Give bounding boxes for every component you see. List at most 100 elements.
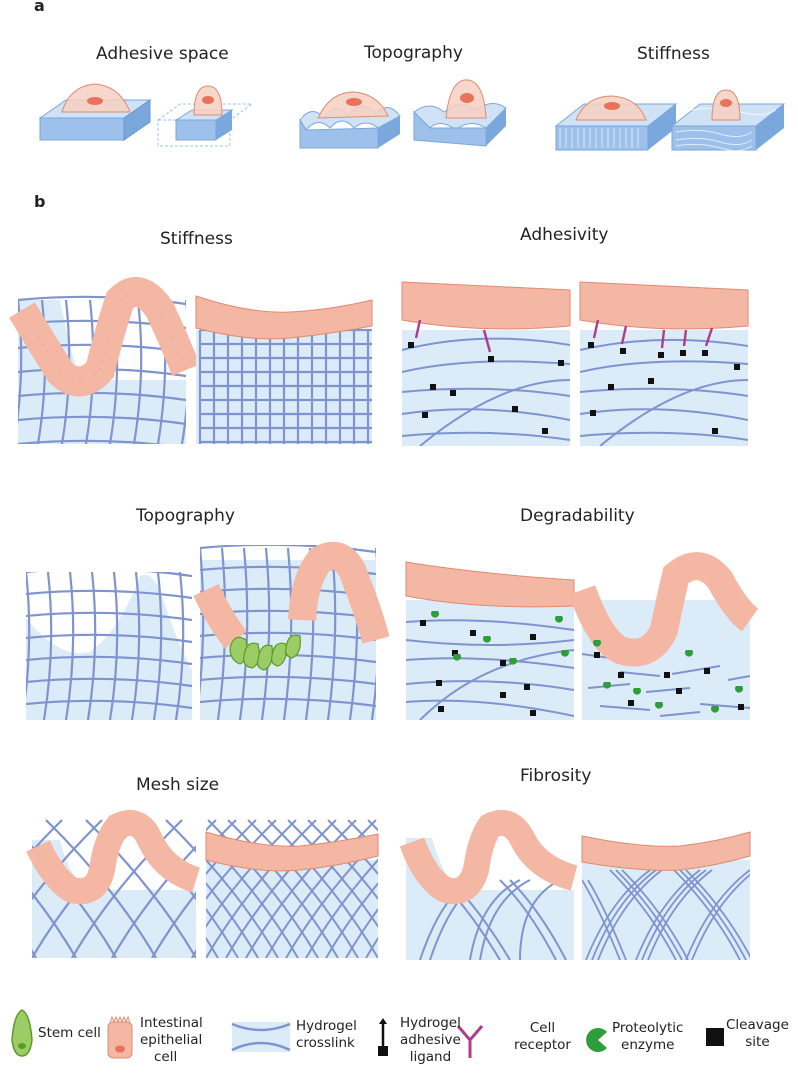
hydrogel-fiber <box>327 819 378 876</box>
hydrogel-fiber <box>32 891 77 958</box>
hydrogel-fiber <box>225 819 337 958</box>
legend-receptor-line-1: Cell <box>529 1020 556 1036</box>
legend-cleavage-line-2: site <box>745 1034 770 1050</box>
hydrogel-fiber <box>267 819 378 958</box>
b-fibrosity-dense <box>581 831 751 960</box>
legend-stem-cell-icon <box>11 1009 33 1057</box>
legend-crosslink-line-1: Hydrogel <box>296 1018 357 1034</box>
hydrogel-fiber <box>32 819 63 853</box>
b-topography-cells <box>193 541 390 720</box>
hydrogel-fiber <box>26 633 192 644</box>
legend-crosslink-line-2: crosslink <box>296 1035 355 1051</box>
title-b-mesh-size: Mesh size <box>136 775 220 795</box>
legend-ligand-line-2: adhesive <box>400 1032 461 1048</box>
legend-receptor-icon <box>456 1025 484 1058</box>
b-fibrosity-sparse <box>399 810 578 960</box>
hydrogel-fiber <box>305 858 378 958</box>
panel-b-letter: b <box>34 192 46 211</box>
hydrogel-fiber <box>245 819 357 958</box>
legend-ligand-line-3: ligand <box>409 1049 452 1065</box>
b-adhesivity-high <box>579 281 749 446</box>
title-b-adhesivity: Adhesivity <box>520 225 609 245</box>
hydrogel-fiber <box>247 819 359 958</box>
hydrogel-fiber <box>200 697 376 708</box>
legend-enzyme-label: Proteolytic enzyme <box>612 1020 683 1054</box>
b-topography-bare <box>26 572 192 720</box>
hydrogel-fiber <box>206 819 277 901</box>
legend-stem-cell-label: Stem cell <box>38 1025 101 1041</box>
hydrogel-fiber <box>227 819 339 958</box>
legend-epithelial-line-1: Intestinal <box>140 1015 203 1031</box>
hydrogel-fiber <box>111 845 196 958</box>
hydrogel-fiber <box>206 819 297 929</box>
hydrogel-fiber <box>26 572 192 578</box>
ligands-low <box>408 342 564 434</box>
b-mesh-size-large <box>0 810 201 958</box>
legend-epithelial-cell-icon <box>107 1015 133 1059</box>
legend-ligand-icon <box>378 1018 388 1056</box>
hydrogel-fiber <box>26 572 31 700</box>
hydrogel-fiber <box>18 391 186 402</box>
hydrogel-fiber <box>325 881 378 958</box>
b-degradability-degraded <box>568 552 759 720</box>
hydrogel-fiber <box>26 655 192 666</box>
b-stiffness-soft <box>9 277 200 444</box>
title-adhesive-space: Adhesive space <box>96 44 229 64</box>
hydrogel-fiber <box>174 572 185 720</box>
title-b-fibrosity: Fibrosity <box>520 766 592 786</box>
hydrogel-fiber <box>26 677 192 688</box>
hydrogel-fiber <box>86 572 97 720</box>
title-a-topography: Topography <box>364 43 463 63</box>
legend-ligand-label: Hydrogel adhesive ligand <box>400 1015 461 1066</box>
hydrogel-fiber <box>200 547 205 697</box>
hydrogel-fiber <box>206 836 299 958</box>
hydrogel-fiber <box>206 819 317 958</box>
title-a-stiffness: Stiffness <box>637 44 710 64</box>
panel-a-topography-small <box>413 79 507 147</box>
hydrogel-fiber <box>265 819 377 958</box>
hydrogel-fiber <box>32 949 37 958</box>
hydrogel-fiber <box>287 819 378 929</box>
legend-crosslink-icon <box>231 1022 291 1052</box>
panel-a-adhesive-space-wide <box>38 83 152 141</box>
hydrogel-fiber <box>0 820 22 958</box>
hydrogel-fiber <box>206 907 239 958</box>
panel-a-adhesive-space-small <box>156 85 254 147</box>
b-degradability-intact <box>405 561 575 720</box>
legend-epithelial-label: Intestinal epithelial cell <box>140 1015 203 1066</box>
hydrogel-fiber <box>165 819 196 853</box>
title-b-stiffness: Stiffness <box>160 229 233 249</box>
b-adhesivity-low <box>401 281 571 446</box>
hydrogel-fiber <box>32 819 103 901</box>
legend-crosslink-label: Hydrogel crosslink <box>296 1018 357 1052</box>
legend-cleavage-site-icon <box>706 1028 724 1046</box>
hydrogel-fiber <box>285 836 378 958</box>
title-b-topography: Topography <box>136 506 235 526</box>
hydrogel-fiber <box>207 819 319 958</box>
hydrogel-fiber <box>206 881 259 958</box>
hydrogel-fiber <box>64 572 75 720</box>
legend-receptor-line-2: receptor <box>514 1037 571 1053</box>
panel-a-stiffness-stiff <box>670 89 786 152</box>
hydrogel-fiber <box>206 936 219 958</box>
hydrogel-fiber <box>45 819 157 958</box>
b-stiffness-stiff <box>195 295 373 444</box>
hydrogel-fiber <box>180 300 186 444</box>
panel-a-letter: a <box>34 0 45 15</box>
hydrogel-fiber <box>206 819 257 876</box>
hydrogel-fiber <box>200 675 376 686</box>
legend-enzyme-icon <box>586 1028 607 1053</box>
hydrogel-fiber <box>71 819 183 958</box>
legend-receptor-label: Cell receptor <box>514 1020 571 1054</box>
hydrogel-fiber <box>345 907 378 958</box>
hydrogel-fiber <box>151 891 196 958</box>
hydrogel-fiber <box>26 611 192 622</box>
title-b-degradability: Degradability <box>520 506 635 526</box>
hydrogel-fiber <box>370 548 376 720</box>
hydrogel-fiber <box>18 415 186 426</box>
legend-epithelial-line-2: epithelial <box>140 1032 203 1048</box>
panel-a-stiffness-soft <box>554 95 678 151</box>
hydrogel-fiber <box>108 572 119 720</box>
legend-ligand-line-1: Hydrogel <box>400 1015 461 1031</box>
